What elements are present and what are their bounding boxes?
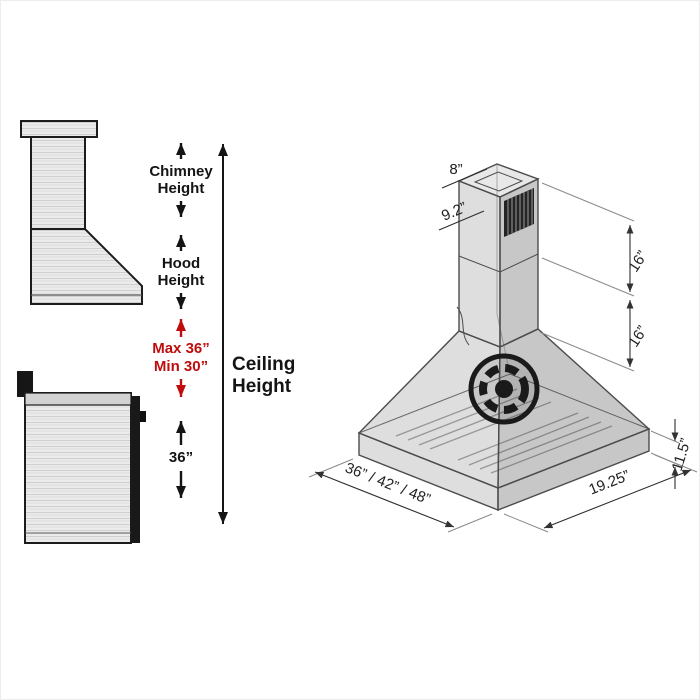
hood-chimney — [30, 136, 86, 230]
width-dim-line — [314, 471, 455, 528]
blower-motor — [456, 306, 540, 425]
depth-ext-line-right — [654, 454, 698, 473]
depth-ext-line-left — [503, 513, 549, 533]
install-height-guide: Chimney Height Hood Height Max 36” Min 3… — [149, 143, 295, 524]
ceiling-height-label-line2: Height — [232, 376, 292, 397]
chimney-ext-line-mid — [541, 257, 635, 297]
hood-cap — [20, 120, 98, 138]
range-top-band — [24, 392, 132, 406]
duct-depth-dim-line — [438, 210, 485, 231]
lower-chimney-label: 16” — [625, 323, 651, 350]
hood-height-label-line1: Hood — [162, 255, 200, 272]
side-view-hood-illustration — [20, 120, 143, 305]
blower-fan-blades — [479, 364, 529, 414]
body-ext-line-top — [650, 430, 680, 444]
range-knob — [140, 411, 146, 422]
chimney-seam-line — [458, 253, 539, 273]
canopy-back-edge — [496, 313, 511, 375]
blower-hub — [495, 380, 513, 398]
body-height-label: 11.5” — [669, 436, 695, 473]
chimney-height-label-line1: Chimney — [149, 163, 213, 180]
duct-width-label: 8” — [449, 161, 462, 178]
range-side-panel — [131, 396, 140, 543]
range-height-label: 36” — [169, 449, 193, 466]
chimney-ext-line-bottom — [541, 332, 635, 372]
chimney-height-label-line2: Height — [158, 180, 205, 197]
canopy-right-face — [497, 328, 651, 490]
duct-opening — [473, 171, 524, 192]
width-ext-line-right — [447, 513, 493, 533]
upper-chimney-label: 16” — [625, 248, 651, 275]
wall-bracket — [17, 371, 33, 397]
isometric-hood-drawing — [357, 163, 651, 512]
duct-width-dim-line — [441, 168, 488, 189]
vent-grille-slats — [507, 189, 533, 235]
depth-dim-line — [543, 469, 692, 529]
range-body — [24, 392, 132, 544]
chimney-ext-line-top — [541, 182, 635, 222]
ceiling-height-label-line1: Ceiling — [232, 354, 295, 375]
baffle-filters — [395, 388, 613, 474]
hood-height-label-line2: Height — [158, 272, 205, 289]
hood-canopy — [30, 228, 143, 305]
clearance-min-label: Min 30” — [154, 358, 208, 375]
clearance-max-label: Max 36” — [152, 340, 210, 357]
power-cord — [456, 306, 470, 346]
side-view-range-illustration — [17, 371, 146, 544]
